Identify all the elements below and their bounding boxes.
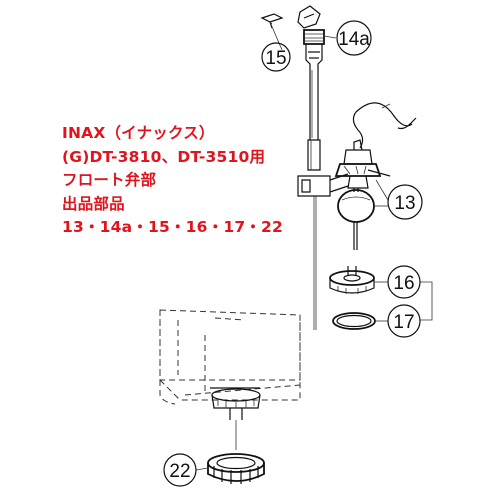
callout-17: 17 xyxy=(375,304,421,338)
callout-13-label: 13 xyxy=(394,193,415,214)
caption-brand: INAX（イナックス） xyxy=(62,124,215,142)
callout-14a-label: 14a xyxy=(338,29,370,50)
callout-15: 15 xyxy=(261,21,291,72)
o-ring xyxy=(332,312,376,330)
caption-model: (G)DT-3810、DT-3510用 xyxy=(62,147,266,166)
callout-22: 22 xyxy=(163,453,209,487)
valve-seat-ring xyxy=(329,266,375,294)
tank-outline xyxy=(159,309,301,405)
caption-listed-parts-heading: 出品部品 xyxy=(62,194,125,213)
callout-16-label: 16 xyxy=(393,273,414,294)
callout-22-label: 22 xyxy=(169,461,190,482)
callout-15-label: 15 xyxy=(265,48,286,69)
caption-part-numbers: 13・14a・15・16・17・22 xyxy=(62,218,283,236)
overflow-pipe-assembly xyxy=(260,5,349,330)
callout-14a: 14a xyxy=(323,20,372,56)
float-valve-assembly xyxy=(334,102,417,250)
callout-17-label: 17 xyxy=(393,312,414,333)
caption-part-group: フロート弁部 xyxy=(62,171,157,189)
tank-drain-fitting xyxy=(210,387,261,450)
callout-16: 16 xyxy=(374,265,433,321)
callout-13: 13 xyxy=(374,179,423,220)
product-caption: INAX（イナックス） (G)DT-3810、DT-3510用 フロート弁部 出… xyxy=(62,122,283,240)
lock-nut xyxy=(207,453,265,484)
